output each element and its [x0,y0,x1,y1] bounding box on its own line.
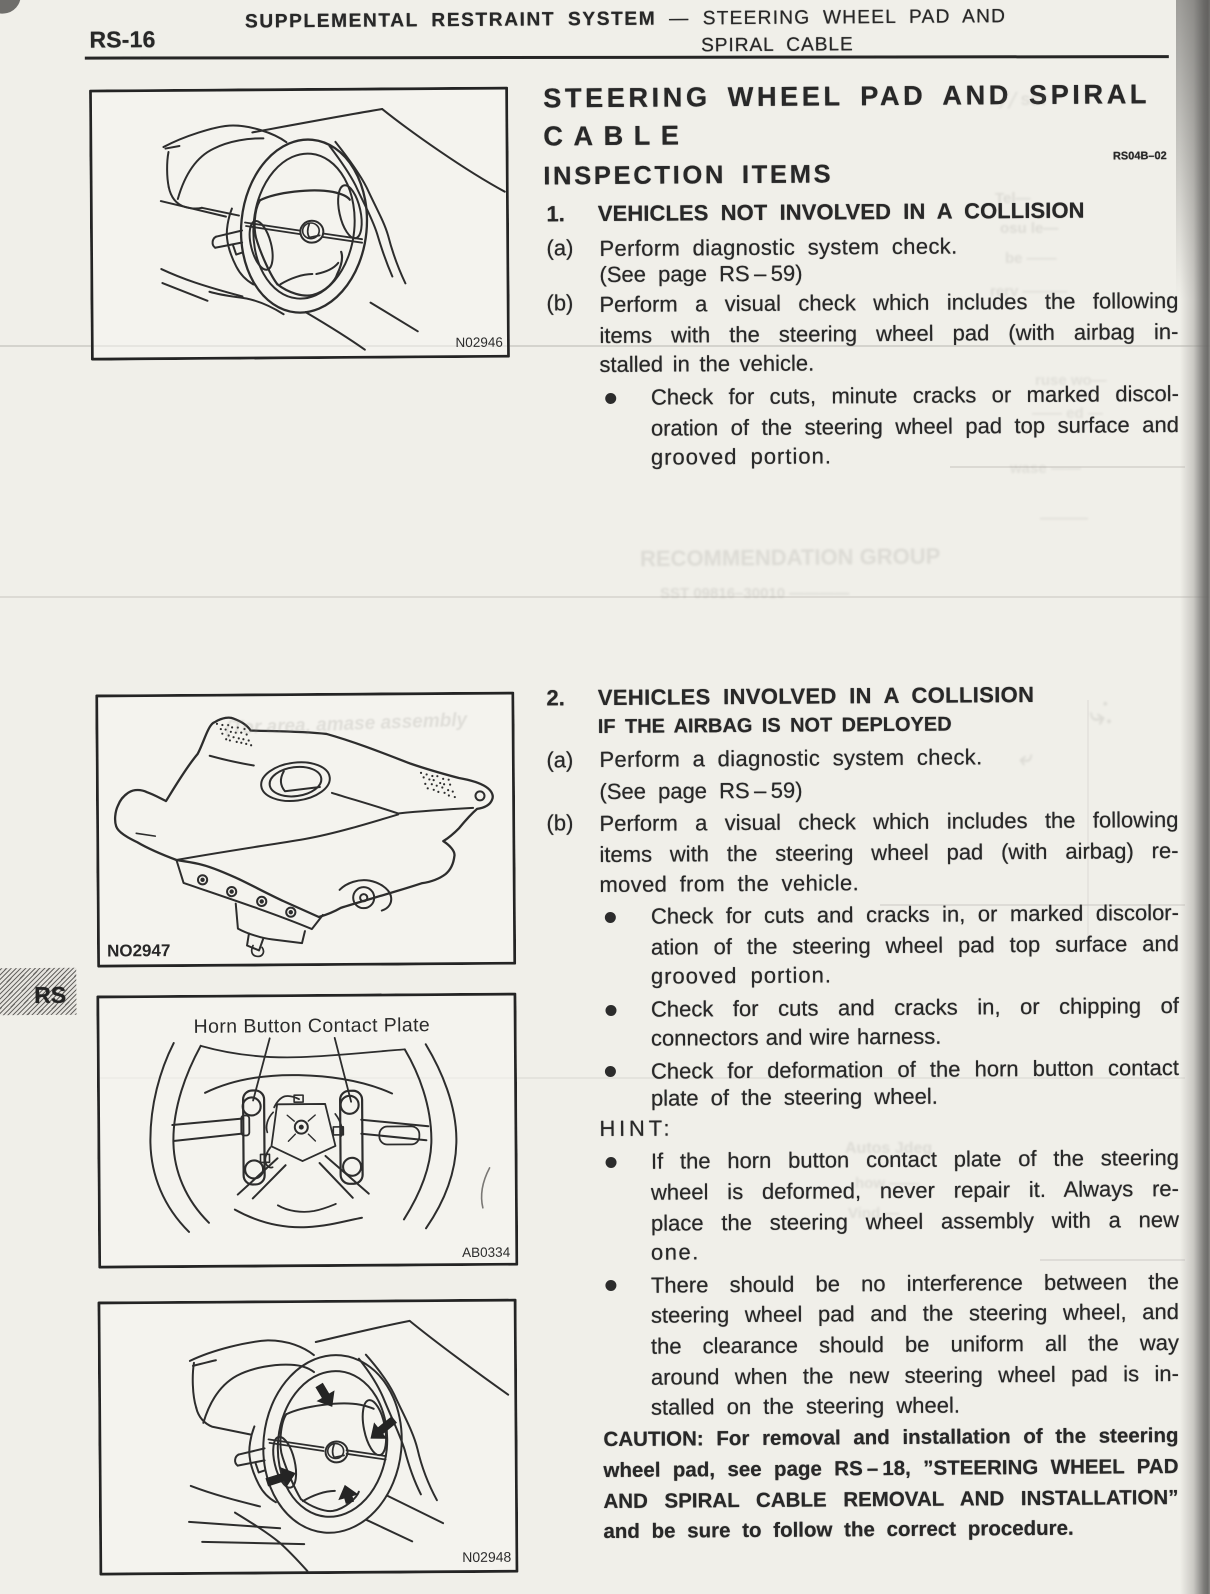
svg-text:Horn Button Contact Plate: Horn Button Contact Plate [193,1015,430,1039]
svg-text:N02948: N02948 [462,1549,511,1565]
svg-text:N02946: N02946 [456,334,503,349]
svg-text:AB0334: AB0334 [462,1245,511,1260]
svg-text:NO2947: NO2947 [107,941,170,960]
